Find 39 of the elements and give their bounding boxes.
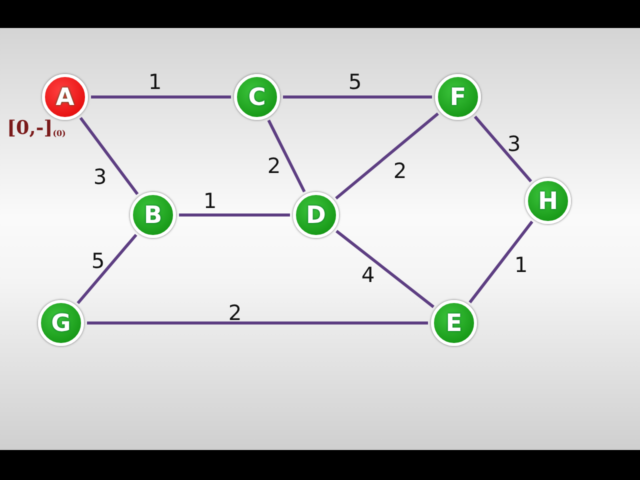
vertex-letter: C bbox=[248, 83, 266, 111]
edge-label: 5 bbox=[91, 249, 105, 273]
edge-label: 2 bbox=[393, 159, 407, 183]
connector-line bbox=[336, 230, 434, 308]
connector-line bbox=[468, 220, 534, 304]
connector-line bbox=[267, 120, 306, 192]
vertex-letter: D bbox=[306, 201, 326, 229]
edge-label: 1 bbox=[203, 189, 217, 213]
edge-label: 3 bbox=[507, 132, 521, 156]
connector-line bbox=[179, 214, 290, 216]
edge-label: 4 bbox=[361, 263, 375, 287]
vertex-circle bbox=[130, 192, 176, 238]
connector-line bbox=[474, 116, 532, 182]
vertex-circle bbox=[293, 192, 339, 238]
edge-label: 1 bbox=[148, 70, 162, 94]
vertex-circle bbox=[435, 74, 481, 120]
vertex-circle bbox=[431, 300, 477, 346]
connector-line bbox=[79, 116, 139, 196]
vertex-letter: B bbox=[144, 201, 162, 229]
connector-line bbox=[91, 96, 231, 98]
vertex-letter: A bbox=[56, 83, 74, 111]
vertex-letter: H bbox=[538, 187, 558, 215]
connector-line bbox=[76, 234, 138, 304]
vertex-circle bbox=[525, 178, 571, 224]
vertex-circle bbox=[234, 74, 280, 120]
connector-line bbox=[335, 112, 439, 200]
connector-line bbox=[283, 96, 432, 98]
vertex-circle bbox=[42, 74, 88, 120]
vertex-circle bbox=[38, 300, 84, 346]
edge-label: 3 bbox=[93, 165, 107, 189]
vertex-letter: E bbox=[446, 309, 462, 337]
vertex-letter: F bbox=[450, 83, 466, 111]
connector-line bbox=[87, 322, 428, 324]
distance-label: [0,-]$_{(0)}$ bbox=[7, 117, 66, 139]
edge-label: 1 bbox=[514, 253, 528, 277]
edge-label: 2 bbox=[228, 301, 242, 325]
edge-label: 5 bbox=[348, 70, 362, 94]
edge-label: 2 bbox=[267, 154, 281, 178]
vertex-letter: G bbox=[51, 309, 71, 337]
